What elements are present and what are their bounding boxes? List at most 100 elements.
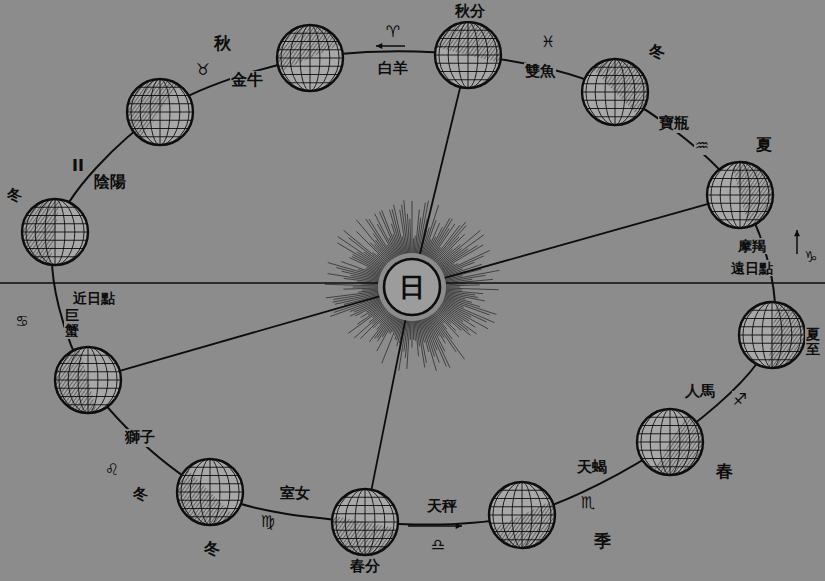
zodiac-label: 人馬 bbox=[684, 383, 716, 400]
globe-disc bbox=[582, 59, 648, 125]
zodiac-label: 近日點 bbox=[72, 290, 116, 306]
sun-ray bbox=[417, 321, 424, 368]
earth-globe bbox=[55, 347, 121, 413]
globe-outline bbox=[177, 459, 243, 525]
sun-ray bbox=[373, 233, 392, 259]
globe-outline bbox=[277, 25, 343, 91]
night-side bbox=[592, 59, 648, 116]
sun-ray bbox=[412, 321, 413, 348]
sun-ray bbox=[439, 249, 461, 266]
globe-disc bbox=[22, 199, 88, 265]
earth-globe bbox=[707, 162, 773, 228]
globe-outline bbox=[435, 22, 501, 88]
sun-ray bbox=[446, 279, 473, 282]
night-side bbox=[127, 79, 179, 139]
zodiac-label: ♐ bbox=[732, 391, 748, 409]
globe-disc bbox=[707, 162, 773, 228]
sun-ray bbox=[434, 226, 465, 262]
direction-arrow bbox=[408, 523, 462, 529]
sun-ray bbox=[370, 314, 392, 342]
night-side bbox=[332, 516, 397, 555]
globe-outline bbox=[332, 489, 398, 555]
globe-disc bbox=[435, 22, 501, 88]
sun-ray bbox=[414, 321, 415, 341]
earth-globe bbox=[582, 59, 648, 125]
zodiac-label: 季 bbox=[593, 532, 612, 552]
globe-outline bbox=[707, 162, 773, 228]
earth-globe bbox=[637, 409, 703, 475]
zodiac-label: 秋 bbox=[213, 34, 232, 54]
zodiac-label: 秋分 bbox=[454, 3, 486, 20]
sun-ray bbox=[446, 289, 462, 290]
sun-ray bbox=[435, 237, 459, 262]
sun-ray bbox=[427, 317, 444, 351]
zodiac-label: 巨蟹 bbox=[64, 307, 80, 340]
night-side bbox=[22, 199, 60, 265]
globe-disc bbox=[332, 489, 398, 555]
sun-ray-line bbox=[445, 204, 708, 278]
night-side bbox=[55, 348, 97, 413]
globe-disc bbox=[277, 25, 343, 91]
sun-ray-line bbox=[120, 296, 380, 371]
zodiac-label: 夏 bbox=[755, 136, 773, 154]
sun-ray bbox=[421, 320, 436, 371]
sun-ray bbox=[369, 219, 394, 258]
zodiac-label: 室女 bbox=[279, 485, 311, 502]
sun-rays bbox=[325, 200, 499, 370]
zodiac-label: 陰陽 bbox=[93, 173, 127, 191]
sun-ray bbox=[443, 301, 487, 322]
sun-label: 日 bbox=[382, 257, 442, 317]
zodiac-label: 夏至 bbox=[805, 326, 821, 359]
zodiac-label: ♎ bbox=[430, 536, 446, 554]
zodiac-label: 春分 bbox=[349, 558, 381, 575]
apsis-line bbox=[0, 282, 378, 284]
zodiac-label: ♉ bbox=[195, 61, 211, 79]
zodiac-label: 天秤 bbox=[426, 498, 458, 515]
sun-ray bbox=[413, 321, 415, 340]
globe-disc bbox=[127, 79, 193, 145]
sun-ray bbox=[341, 262, 380, 276]
sun-ray bbox=[416, 321, 419, 347]
zodiac-label: 冬 bbox=[6, 187, 23, 204]
zodiac-label: 遠日點 bbox=[730, 260, 774, 276]
zodiac-label: ♒ bbox=[694, 137, 710, 155]
globe-outline bbox=[582, 59, 648, 125]
globe-disc bbox=[739, 302, 805, 368]
zodiac-label: 冬 bbox=[203, 540, 221, 558]
sun-ray bbox=[392, 209, 404, 254]
sun-ray bbox=[407, 214, 409, 253]
sun-ray bbox=[428, 218, 449, 257]
sun-ray bbox=[362, 289, 378, 290]
zodiac-label: 摩羯 bbox=[737, 238, 767, 254]
sun-ray bbox=[414, 236, 415, 253]
globe-outline bbox=[127, 79, 193, 145]
sun-ray bbox=[410, 219, 411, 253]
earth-globe bbox=[332, 489, 398, 555]
sun-ray bbox=[379, 212, 398, 256]
zodiac-label: ♌ bbox=[104, 461, 120, 479]
zodiac-label: 白羊 bbox=[377, 60, 409, 77]
zodiac-label: ♈ bbox=[385, 23, 401, 41]
sun-ray bbox=[415, 321, 418, 356]
zodiac-label: 雙魚 bbox=[524, 63, 556, 80]
zodiac-label: 寶瓶 bbox=[658, 115, 690, 132]
sun-ray bbox=[442, 302, 471, 317]
apsis-line bbox=[446, 282, 825, 284]
zodiac-label: ♋ bbox=[14, 313, 29, 330]
sun-ray bbox=[367, 267, 381, 273]
globe-outline bbox=[22, 199, 88, 265]
zodiac-label: II bbox=[71, 157, 85, 175]
globe-disc bbox=[637, 409, 703, 475]
sun-ray bbox=[375, 315, 392, 339]
sun-ray bbox=[434, 222, 466, 261]
zodiac-label: 天蝎 bbox=[576, 459, 608, 476]
sun-ray bbox=[440, 249, 468, 268]
night-side bbox=[731, 162, 773, 227]
zodiac-label: ♏ bbox=[580, 494, 596, 512]
earth-globe bbox=[489, 482, 555, 548]
sun-ray bbox=[435, 312, 459, 337]
sun-ray bbox=[361, 284, 378, 285]
zodiac-label: 冬 bbox=[648, 43, 666, 61]
earth-globe bbox=[127, 79, 193, 145]
sun-ray-line bbox=[420, 87, 460, 254]
